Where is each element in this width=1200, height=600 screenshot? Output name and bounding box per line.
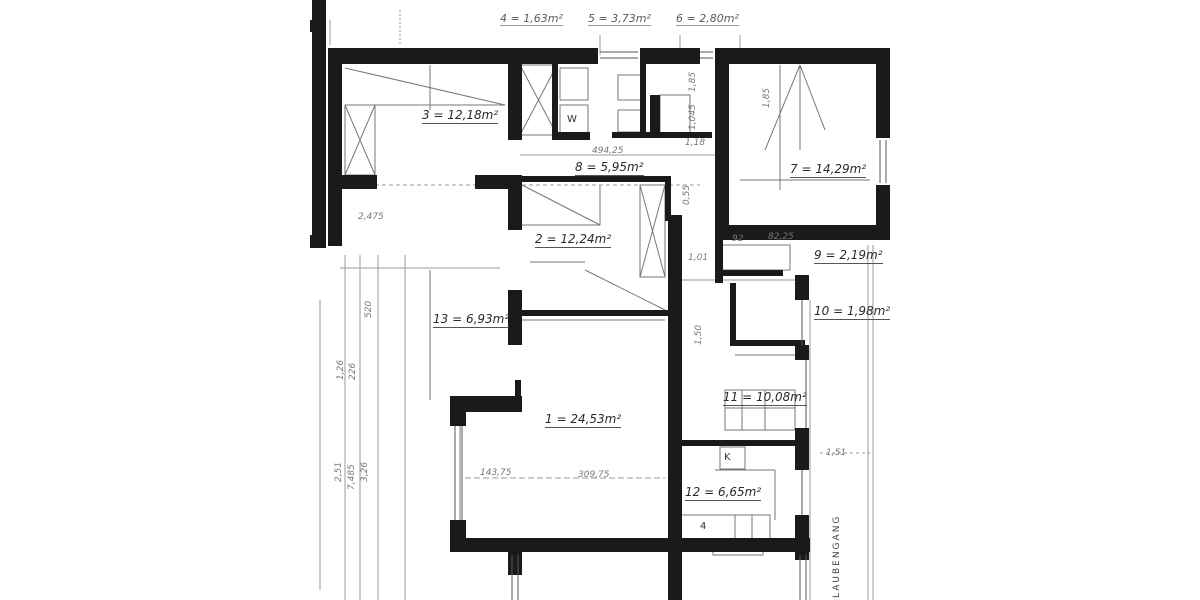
dimension-055: 0,55 <box>682 184 692 205</box>
fridge-symbol: K <box>724 452 731 463</box>
room-label-2: 2 = 12,24m² <box>535 232 612 248</box>
windows <box>454 51 887 600</box>
dimension-2475: 2,475 <box>358 212 384 222</box>
dimension-185: 1,85 <box>762 87 772 108</box>
room-label-9: 9 = 2,19m² <box>814 248 883 264</box>
dimension-14375: 143,75 <box>480 468 512 478</box>
dimension-8225: 82,25 <box>768 232 794 242</box>
room-label-11: 11 = 10,08m² <box>723 390 807 406</box>
room-label-8: 8 = 5,95m² <box>575 160 644 176</box>
room-label-13: 13 = 6,93m² <box>433 312 510 328</box>
dimension-7485: 7,485 <box>347 464 357 490</box>
area-label-5: 5 = 3,73m² <box>588 12 651 26</box>
room-label-1: 1 = 24,53m² <box>545 412 622 428</box>
dimension-1045: 1,045 <box>688 104 698 130</box>
room-label-10: 10 = 1,98m² <box>814 304 891 320</box>
room-label-7: 7 = 14,29m² <box>790 162 867 178</box>
corridor-label: LAUBENGANG <box>832 514 842 598</box>
area-label-4: 4 = 1,63m² <box>500 12 563 26</box>
dimension-101: 1,01 <box>688 253 709 263</box>
stove-symbol: 4 <box>700 521 707 532</box>
room-label-3: 3 = 12,18m² <box>422 108 499 124</box>
dimension-126: 1,26 <box>336 359 346 380</box>
dimension-30975: 309,75 <box>578 470 610 480</box>
dimension-150: 1,50 <box>694 324 704 345</box>
dimension-185b: 1,85 <box>688 71 698 92</box>
area-label-6: 6 = 2,80m² <box>676 12 739 26</box>
dimension-520: 520 <box>364 300 374 318</box>
room-label-12: 12 = 6,65m² <box>685 485 762 501</box>
dimension-49425: 494,25 <box>592 146 624 156</box>
washer-symbol: W <box>567 114 577 125</box>
dimension-118: 1,18 <box>685 138 706 148</box>
dimension-151: 1,51 <box>826 448 847 458</box>
dimension-326: 3,26 <box>360 461 370 482</box>
dimension-lines <box>319 10 874 600</box>
dimension-251: 2,51 <box>334 461 344 482</box>
dimension-226: 226 <box>348 362 358 380</box>
walls <box>310 0 890 600</box>
dimension-92: 92 <box>732 234 744 244</box>
